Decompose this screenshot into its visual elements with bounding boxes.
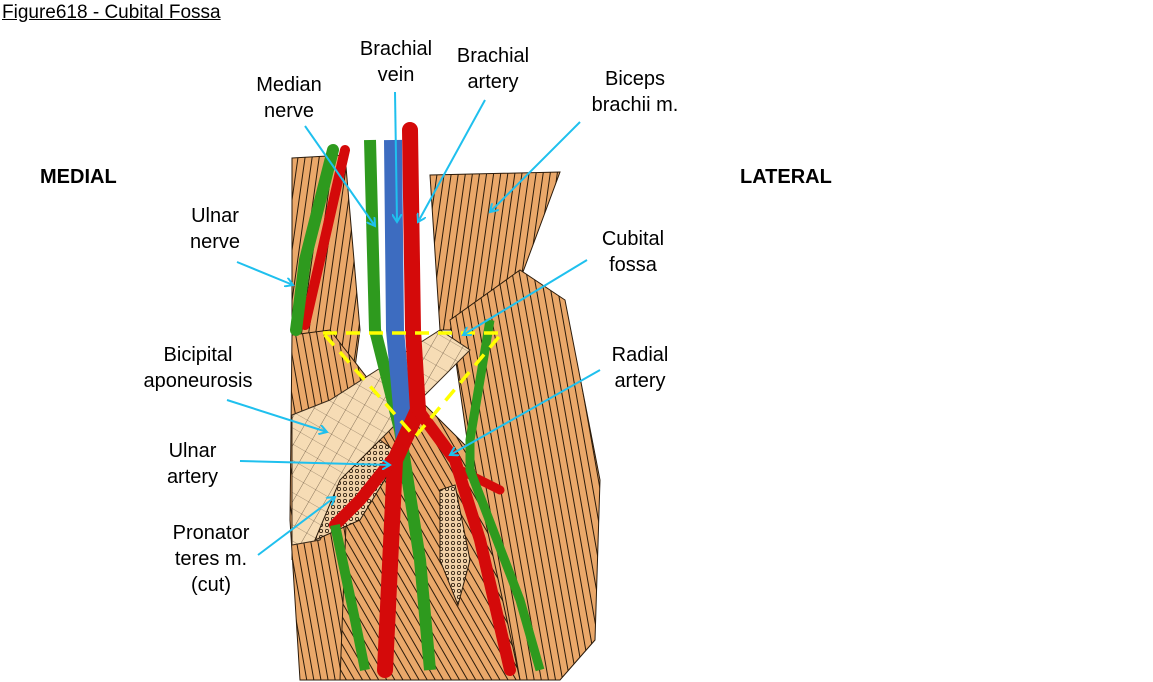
ulnar-nerve-vessels [290,144,350,336]
label-radial-artery: Radial artery [611,344,669,392]
leader-brachial-artery [418,99,486,222]
leader-median-nerve [304,125,375,226]
lateral-label: LATERAL [740,166,832,188]
label-pronator-teres: Pronator teres m. (cut) [172,522,250,596]
radial-artery [412,404,516,676]
leader-ulnar-nerve [236,261,293,285]
leader-cubital-fossa [463,259,588,335]
leader-biceps [490,121,581,212]
pronator-teres-cut-lateral [439,484,471,607]
leader-ulnar-artery [239,461,390,465]
label-bicipital-aponeurosis: Bicipital aponeurosis [143,344,253,392]
label-brachial-vein: Brachial vein [359,38,433,86]
label-biceps-brachii: Biceps brachii m. [591,68,679,116]
label-cubital-fossa: Cubital fossa [601,228,665,276]
figure-title: Figure618 - Cubital Fossa [2,2,221,23]
leader-pronator-teres [257,497,335,556]
leader-radial-artery [450,369,601,455]
leader-bicipital-aponeurosis [226,399,327,432]
leader-brachial-vein [395,91,397,222]
label-ulnar-nerve: Ulnar nerve [189,205,241,253]
medial-label: MEDIAL [40,166,117,188]
ulnar-nerve-lower [330,523,370,671]
label-ulnar-artery: Ulnar artery [166,440,219,488]
label-brachial-artery: Brachial artery [456,45,530,93]
radial-nerve [465,319,545,672]
label-median-nerve: Median nerve [256,74,322,122]
leader-lines [226,91,601,556]
brachial-vein [384,139,414,441]
